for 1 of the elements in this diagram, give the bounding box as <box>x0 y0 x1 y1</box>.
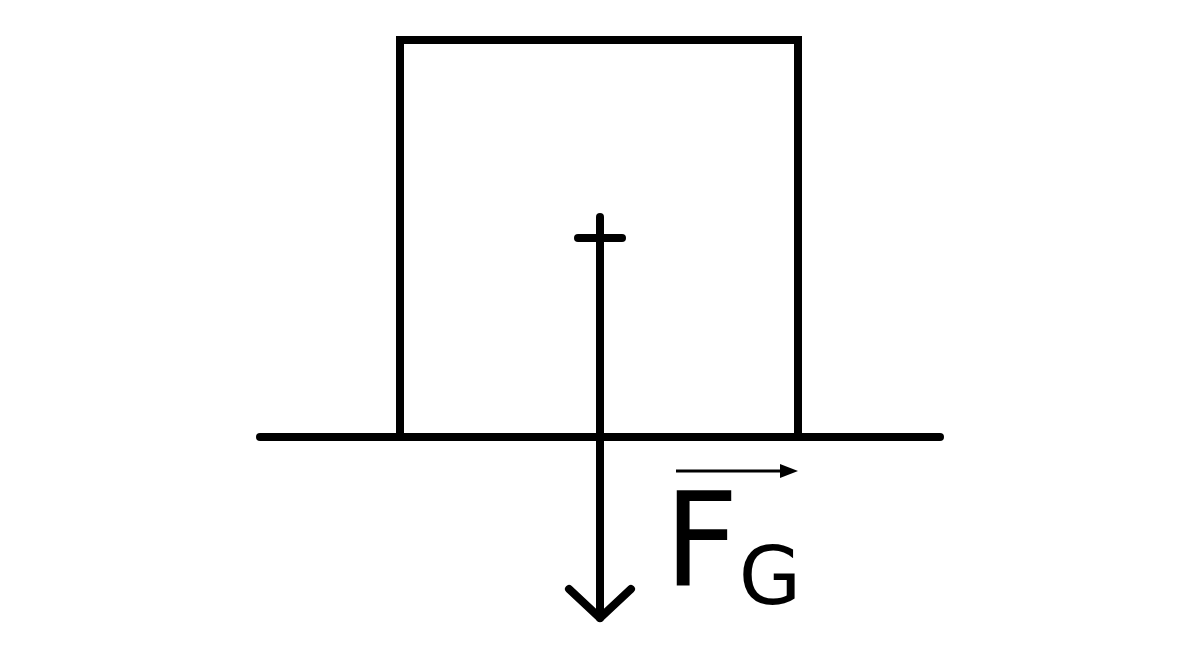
force-label: F$_{G}$ <box>664 475 802 605</box>
